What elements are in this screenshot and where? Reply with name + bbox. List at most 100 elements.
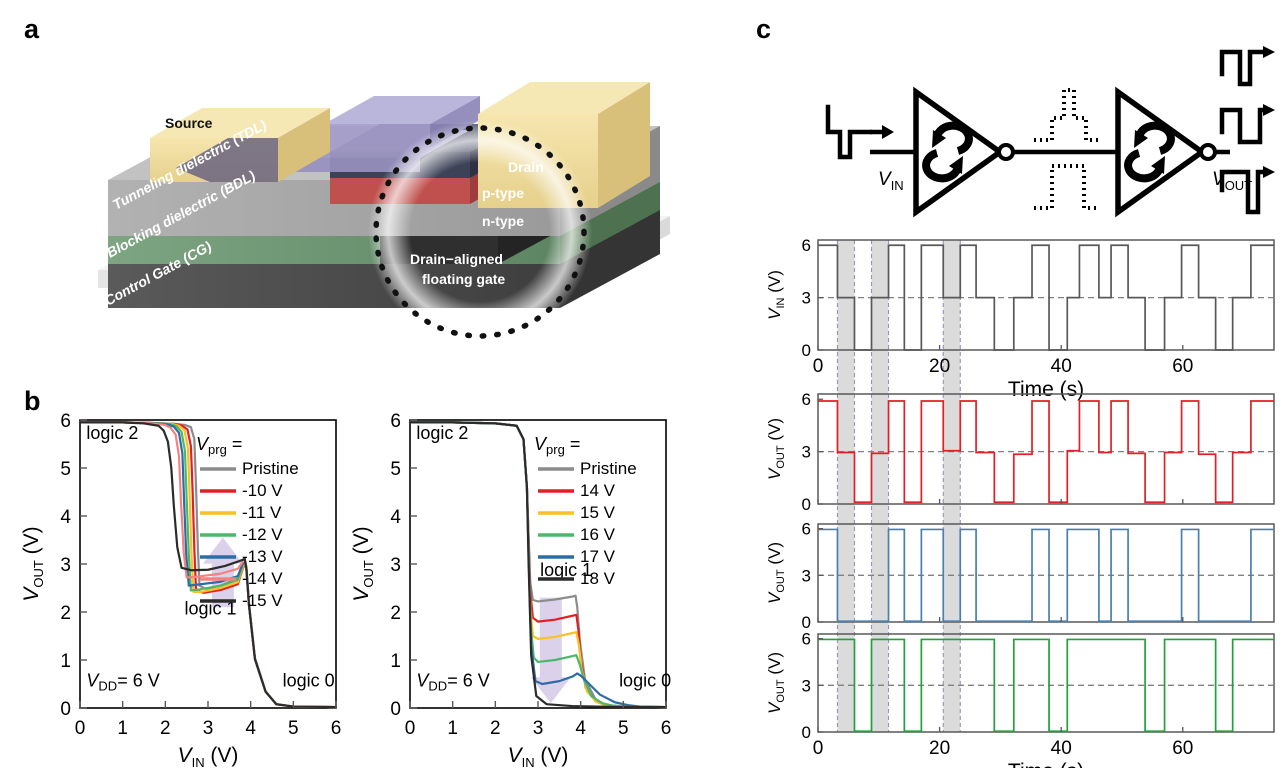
x-tick-label: 4	[245, 718, 256, 739]
y-tick-label: 0	[802, 723, 811, 742]
y-axis-label: VOUT (V)	[765, 652, 787, 714]
y-tick-label: 0	[60, 699, 71, 720]
plot-frame	[817, 393, 1275, 505]
y-tick-label: 3	[802, 676, 811, 695]
series--15-v	[78, 421, 338, 709]
annotation-logic-1: logic 1	[185, 598, 237, 618]
y-tick-label: 6	[802, 520, 811, 539]
x-tick-label: 5	[288, 718, 299, 739]
legend-label: -14 V	[242, 569, 283, 588]
legend-label: -10 V	[242, 481, 283, 500]
inverter-2	[1115, 86, 1217, 218]
y-tick-label: 3	[390, 555, 401, 576]
y-tick-label: 2	[390, 603, 401, 624]
panel-a-letter: a	[24, 14, 40, 44]
y-tick-label: 1	[60, 651, 71, 672]
legend-label: 14 V	[580, 481, 616, 500]
x-tick-label: 20	[929, 738, 950, 759]
y-tick-label: 4	[390, 507, 401, 528]
legend-label: Pristine	[580, 459, 637, 478]
x-tick-label: 3	[533, 718, 544, 739]
x-tick-label: 4	[575, 718, 586, 739]
y-tick-label: 6	[802, 390, 811, 409]
legend-label: -11 V	[242, 503, 282, 522]
intermediate-waveform-icon	[1034, 88, 1100, 210]
vdd-annotation: VDD= 6 V	[86, 670, 159, 693]
annotation-logic-1: logic 1	[540, 560, 592, 580]
waveform-vin-timeseries	[818, 244, 1274, 351]
x-tick-label: 0	[813, 738, 824, 759]
x-tick-label: 0	[75, 718, 86, 739]
x-tick-label: 6	[331, 718, 342, 739]
y-tick-label: 6	[60, 411, 71, 432]
y-tick-label: 6	[390, 411, 401, 432]
y-axis-label: VOUT (V)	[765, 542, 787, 604]
annotation-logic-2: logic 2	[416, 423, 468, 443]
vdd-annotation: VDD= 6 V	[416, 670, 489, 693]
y-axis-label: VOUT (V)	[350, 526, 376, 601]
out-arrow-1	[1263, 46, 1275, 58]
y-tick-label: 5	[390, 459, 401, 480]
annotation-logic-0: logic 0	[619, 670, 671, 690]
input-arrow	[882, 125, 894, 139]
plot-frame	[817, 633, 1275, 733]
y-tick-label: 3	[802, 443, 811, 462]
highlight-band	[871, 240, 889, 732]
y-tick-label: 1	[390, 651, 401, 672]
series-18-v	[408, 421, 668, 709]
legend-label: 17 V	[580, 547, 616, 566]
trend-arrow	[530, 597, 571, 704]
legend-label: -12 V	[242, 525, 283, 544]
highlight-band	[943, 240, 961, 732]
x-tick-label: 0	[405, 718, 416, 739]
y-tick-label: 3	[802, 289, 811, 308]
source-label: Source	[165, 115, 213, 131]
legend-label: 15 V	[580, 503, 616, 522]
y-tick-label: 3	[802, 566, 811, 585]
panel-b-letter: b	[24, 386, 41, 416]
p-type-label: p-type	[482, 185, 524, 201]
y-tick-label: 2	[60, 603, 71, 624]
legend-label: 18 V	[580, 569, 616, 588]
panel-c-letter: c	[756, 14, 772, 44]
drain-label: Drain	[508, 159, 544, 175]
y-axis-label: VOUT (V)	[765, 418, 787, 480]
y-tick-label: 5	[60, 459, 71, 480]
x-tick-label: 3	[203, 718, 214, 739]
callout-label-line2: floating gate	[422, 271, 505, 287]
x-tick-label: 0	[813, 356, 824, 377]
circuit-diagram: VIN VOUT	[770, 22, 1275, 222]
n-type-label: n-type	[482, 213, 524, 229]
annotation-logic-2: logic 2	[86, 423, 138, 443]
source-electrode	[150, 108, 330, 182]
x-tick-label: 60	[1172, 356, 1193, 377]
callout-glow	[368, 120, 592, 344]
callout-dotted-circle	[373, 125, 587, 339]
x-tick-label: 5	[618, 718, 629, 739]
device-schematic: Source Drain p-type n-type Tunneling die…	[80, 20, 700, 380]
out-arrow-2	[1263, 104, 1275, 116]
legend-label: Pristine	[242, 459, 299, 478]
waveform-vout-red	[818, 400, 1274, 504]
x-tick-label: 1	[117, 718, 128, 739]
x-axis-label: Time (s)	[1008, 378, 1084, 401]
y-tick-label: 0	[802, 495, 811, 514]
x-tick-label: 20	[929, 356, 950, 377]
legend-label: -15 V	[242, 591, 283, 610]
highlight-band	[837, 240, 855, 732]
legend-label: 16 V	[580, 525, 616, 544]
x-tick-label: 2	[490, 718, 501, 739]
y-tick-label: 0	[390, 699, 401, 720]
y-tick-label: 3	[60, 555, 71, 576]
x-axis-label: Time (s)	[1008, 760, 1084, 768]
callout-label-line1: Drain−aligned	[410, 251, 503, 267]
